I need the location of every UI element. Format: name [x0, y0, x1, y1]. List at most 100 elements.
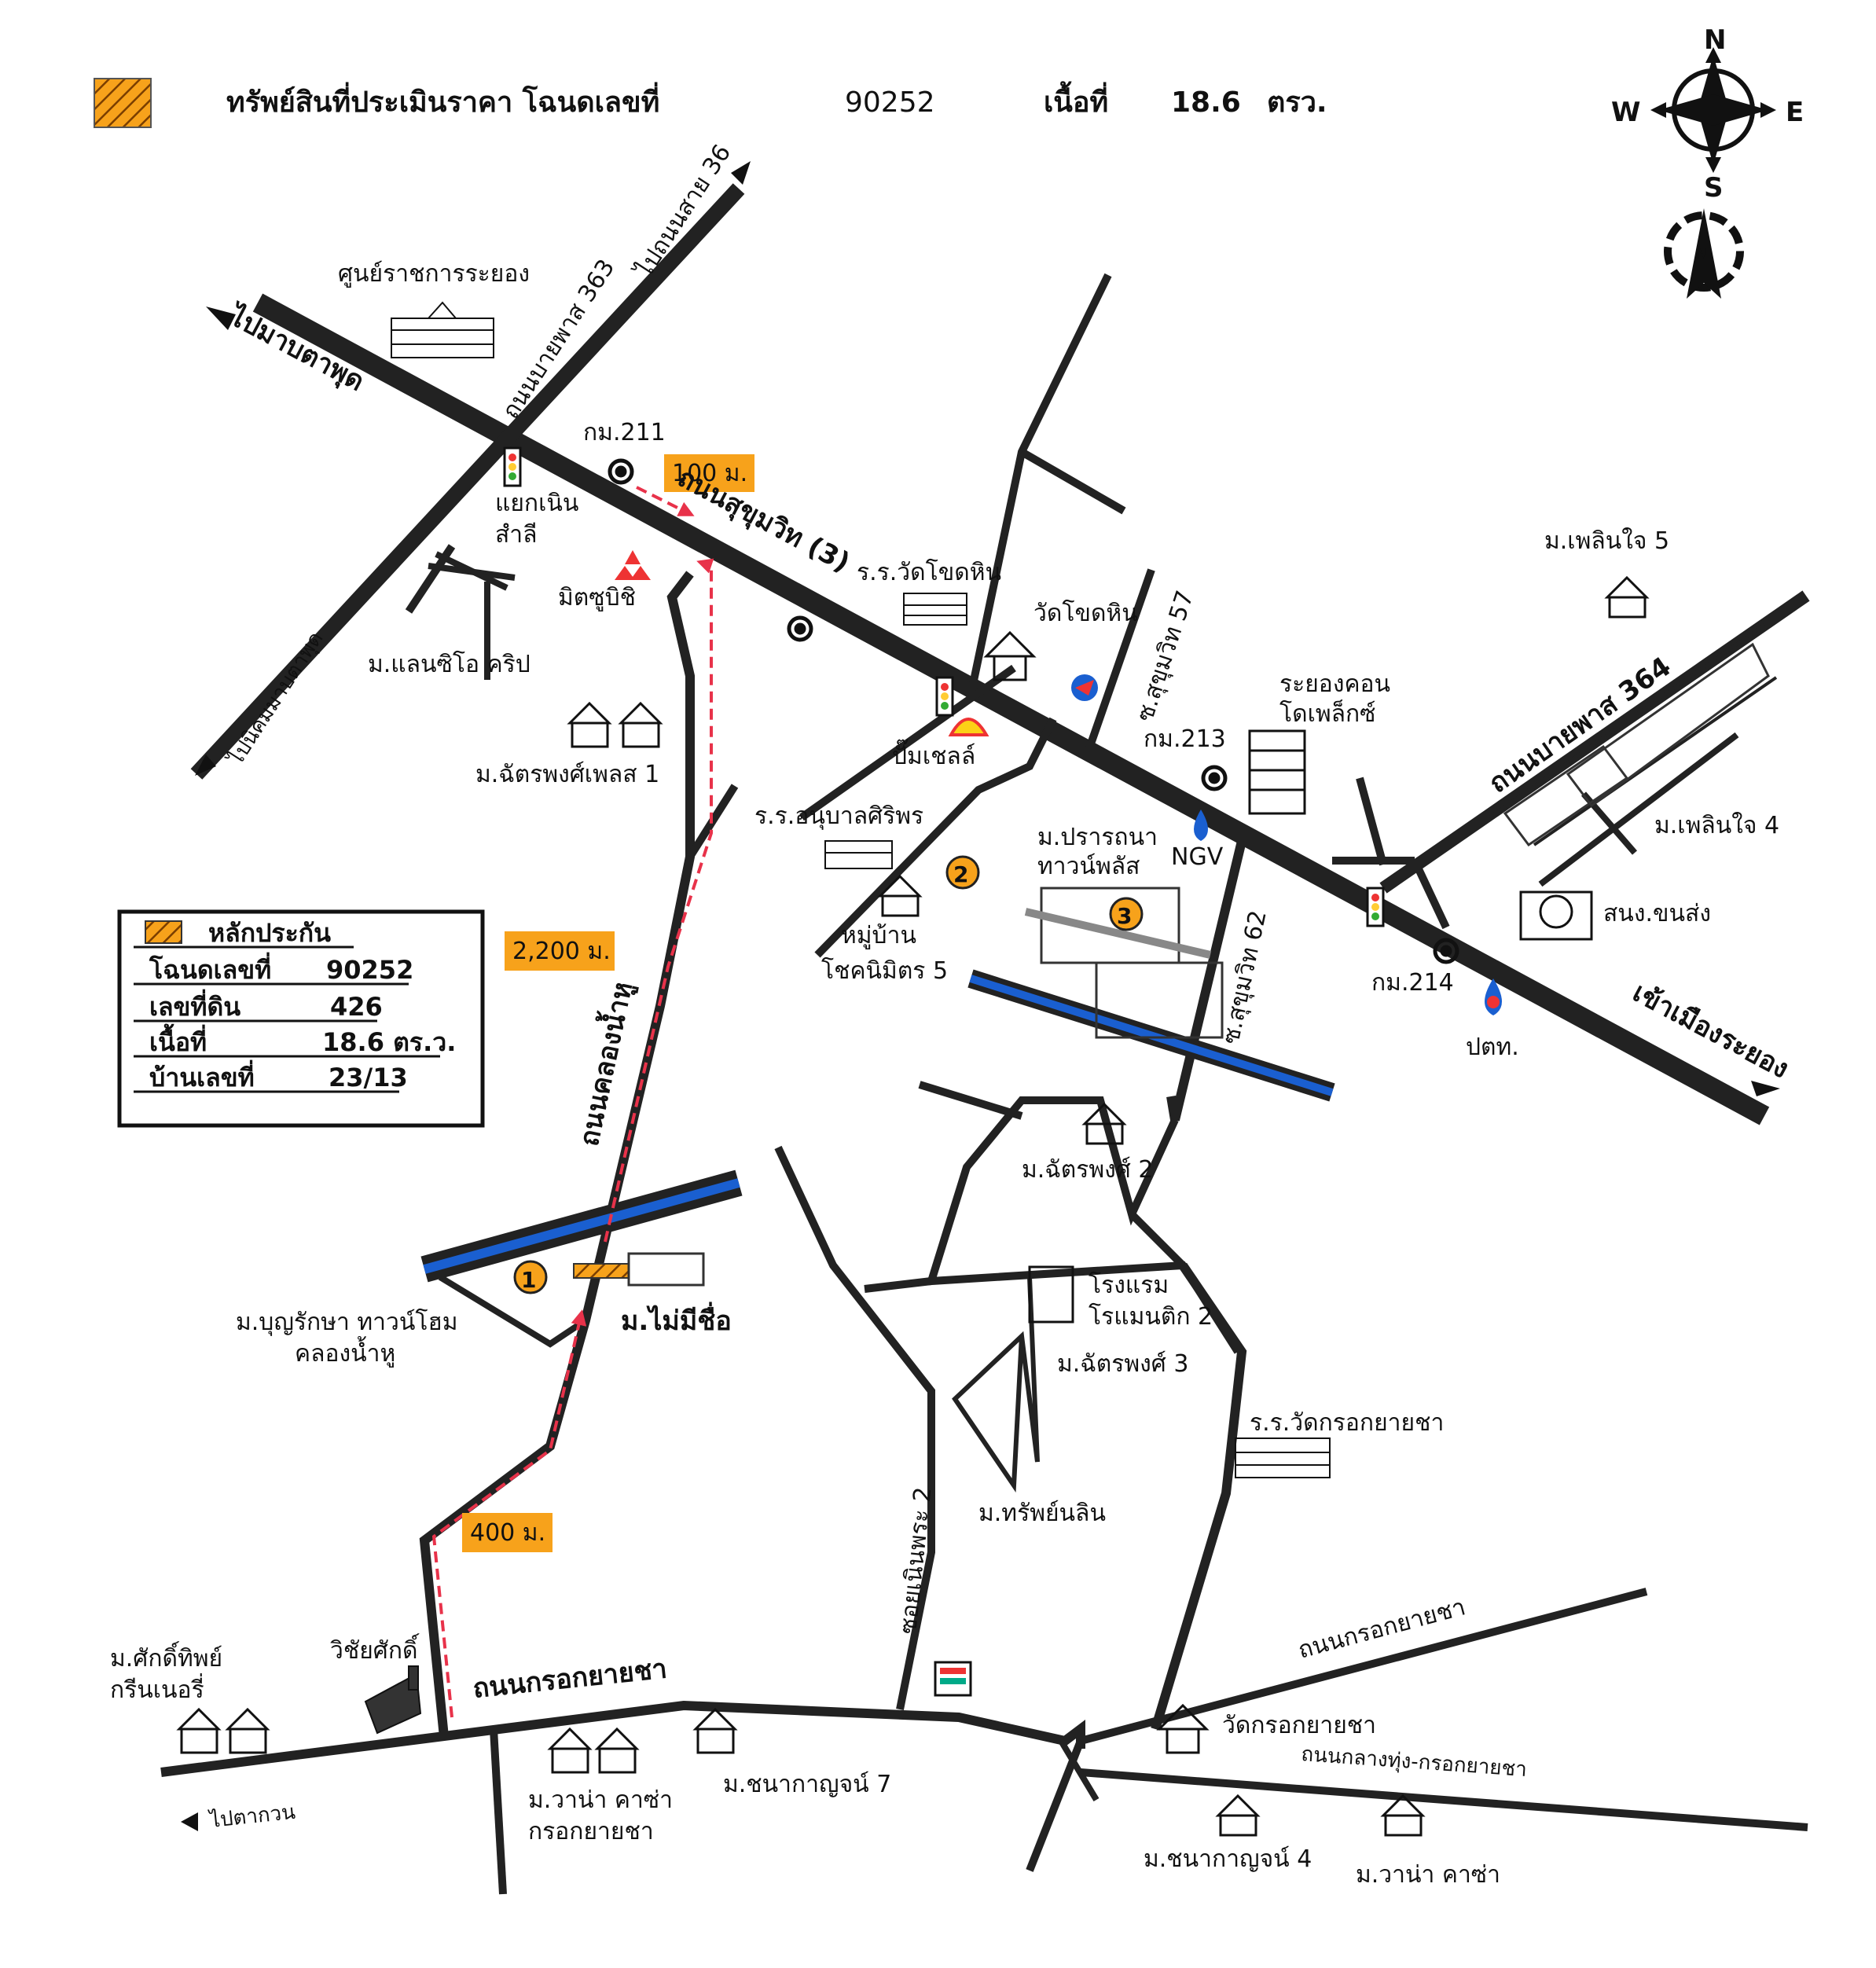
label-landsio: ม.แลนซิโอ คริป	[368, 650, 530, 678]
factory-icon	[364, 1665, 422, 1735]
label-wichaisak: วิชัยศักดิ์	[330, 1633, 420, 1665]
traffic-light-icon	[503, 446, 522, 487]
label-chokniimit-2: โชคนิมิตร 5	[821, 956, 948, 985]
housing-estate-icon	[1215, 1794, 1261, 1837]
housing-estate-icon	[547, 1727, 640, 1774]
distance-badge: 2,200 ม.	[505, 931, 615, 971]
svg-text:2: 2	[953, 861, 968, 887]
header-area-label: เนื้อที่	[1044, 81, 1108, 119]
label-school-krok: ร.ร.วัดกรอกยายชา	[1250, 1409, 1444, 1437]
label-chatphong-place-1: ม.ฉัตรพงศ์เพลส 1	[475, 761, 659, 788]
legend-title: หลักประกัน	[208, 918, 331, 948]
arrow-icon	[206, 307, 236, 330]
header-title: ทรัพย์สินที่ประเมินราคา โฉนดเลขที่	[226, 82, 659, 119]
label-km213: กม.213	[1144, 725, 1226, 753]
label-sapnalin: ม.ทรัพย์นลิน	[978, 1500, 1106, 1527]
label-wana-casa-krok-2: กรอกยายชา	[528, 1818, 654, 1845]
housing-estate-icon	[1081, 1102, 1127, 1145]
label-transport-station: สนง.ขนส่ง	[1603, 900, 1711, 927]
label-wana-casa-krok-1: ม.วาน่า คาซ่า	[528, 1786, 673, 1814]
legend-row-label: เนื้อที่	[149, 1023, 207, 1057]
label-phloenchai-5: ม.เพลินใจ 5	[1544, 527, 1669, 555]
svg-text:3: 3	[1117, 903, 1132, 929]
label-to-rayong: เข้าเมืองระยอง	[1628, 977, 1794, 1085]
compass-e: E	[1786, 97, 1804, 128]
housing-estate-icon	[692, 1707, 738, 1754]
compass-rose-icon: N S E W	[1611, 24, 1804, 204]
housing-estate-icon	[176, 1707, 270, 1754]
school-building-icon	[824, 840, 893, 869]
label-mitsubishi: มิตซูบิชิ	[558, 584, 636, 611]
header-deed-number: 90252	[845, 86, 935, 119]
label-wat-khot-hin: วัดโขดหิน	[1033, 599, 1138, 627]
label-chanakan-4: ม.ชนากาญจน์ 4	[1144, 1845, 1312, 1873]
ptt-logo-icon	[1194, 810, 1208, 841]
townhouse-rows	[1024, 887, 1224, 1039]
traffic-light-icon	[1366, 887, 1385, 927]
ptt-logo-icon	[1485, 978, 1502, 1015]
route-path	[604, 558, 714, 1243]
hotel-icon	[1028, 1265, 1074, 1324]
label-chokniimit-1: หมู่บ้าน	[841, 922, 916, 949]
label-hotel-1: โรงแรม	[1089, 1271, 1169, 1299]
gas-station-icon	[1071, 674, 1098, 701]
marker-2: 2	[945, 855, 980, 890]
label-wana-casa: ม.วาน่า คาซ่า	[1356, 1861, 1500, 1889]
legend-box: หลักประกัน โฉนดเลขที่ 90252 เลขที่ดิน 42…	[117, 909, 485, 1128]
arrow-icon	[181, 1812, 198, 1831]
label-prathana-1: ม.ปรารถนา	[1037, 824, 1158, 851]
subject-property	[573, 1263, 630, 1279]
legend-row-value: 90252	[326, 955, 413, 985]
arrow-icon	[195, 755, 216, 776]
label-chanakan-7: ม.ชนากาญจน์ 7	[723, 1771, 891, 1798]
label-gov-center: ศูนย์ราชการระยอง	[338, 260, 530, 288]
compass-w: W	[1611, 97, 1641, 128]
townhouse-rows	[1503, 642, 1770, 847]
label-route-364: ถนนบายพาส 364	[1483, 651, 1676, 799]
condo-building-icon	[1248, 729, 1306, 815]
marker-3: 3	[1109, 897, 1144, 931]
label-ngv: NGV	[1171, 843, 1224, 871]
label-noen-samli-2: สำลี	[495, 521, 538, 549]
header-area-unit: ตรว.	[1267, 86, 1327, 119]
label-sakthip-1: ม.ศักดิ์ทิพย์	[110, 1641, 222, 1672]
arrow-icon	[731, 161, 751, 185]
label-to-takuan: ไปตากวน	[207, 1800, 297, 1833]
legend-row-label: เลขที่ดิน	[149, 989, 240, 1022]
label-school-anuban: ร.ร.อนุบาลศิริพร	[754, 802, 923, 831]
label-sakthip-2: กรีนเนอรี่	[110, 1673, 204, 1704]
shell-logo-icon	[948, 718, 989, 736]
housing-estate-icon	[1604, 575, 1650, 619]
header-area-value: 18.6	[1171, 86, 1241, 119]
temple-icon	[1156, 1703, 1210, 1754]
svg-text:1: 1	[521, 1267, 536, 1293]
label-rayong-condo-1: ระยองคอน	[1279, 670, 1390, 698]
label-to-maptaphut-estate: ไปนิคมมาบตาพุด	[223, 627, 329, 771]
route-path	[636, 486, 695, 516]
header-hatch-swatch	[94, 78, 152, 128]
label-km214: กม.214	[1371, 969, 1454, 997]
temple-icon	[983, 630, 1037, 681]
government-building-icon	[391, 301, 494, 358]
khlong-namhu-road	[419, 571, 695, 1738]
label-wat-krok: วัดกรอกยายชา	[1222, 1712, 1376, 1739]
seven-eleven-icon	[934, 1661, 972, 1697]
label-phloenchai-4: ม.เพลินใจ 4	[1654, 812, 1779, 839]
label-klang-thung: ถนนกลางทุ่ง-กรอกยายชา	[1301, 1742, 1528, 1782]
marker-1: 1	[513, 1260, 548, 1294]
krok-yaisa-road	[160, 1700, 1085, 1777]
route-path	[431, 1309, 587, 1718]
legend-row-value: 23/13	[329, 1063, 408, 1092]
label-km211: กม.211	[583, 419, 666, 446]
label-ptt: ปตท.	[1466, 1034, 1519, 1061]
mitsubishi-logo-icon	[615, 550, 651, 580]
distance-badge: 400 ม.	[462, 1513, 553, 1552]
label-krok-yaisa-1: ถนนกรอกยายชา	[472, 1653, 669, 1705]
legend-row-label: บ้านเลขที่	[149, 1059, 255, 1092]
label-krok-yaisa-2: ถนนกรอกยายชา	[1295, 1593, 1468, 1664]
legend-row-value: 18.6 ตร.ว.	[322, 1027, 456, 1057]
svg-text:400 ม.: 400 ม.	[470, 1519, 545, 1547]
north-badge-n: N	[1696, 244, 1708, 263]
legend-row-value: 426	[330, 992, 383, 1022]
